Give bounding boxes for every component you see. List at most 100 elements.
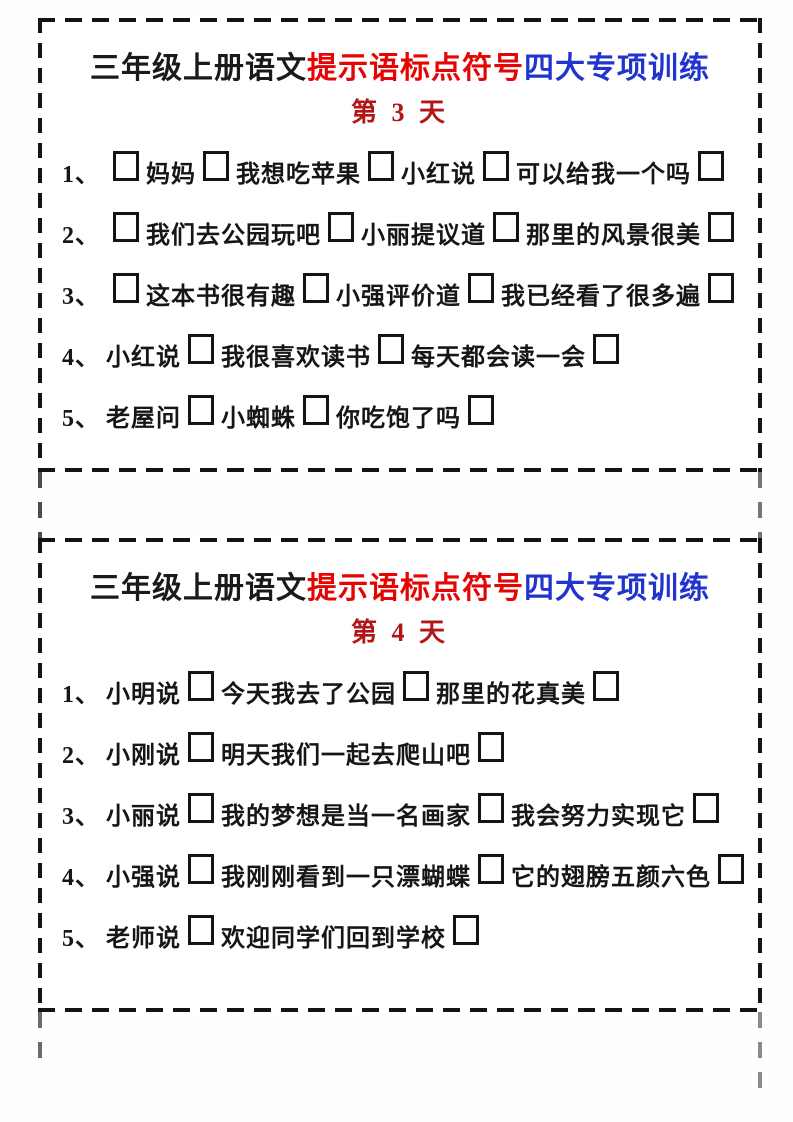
title-topic-part: 提示语标点符号 — [307, 52, 524, 85]
exercise-text: 我们去公园玩吧 — [146, 222, 321, 249]
title-series-part: 四大专项训练 — [524, 572, 710, 605]
exercise-number: 5、 — [62, 925, 100, 952]
exercise-number: 3、 — [62, 283, 100, 310]
answer-box[interactable] — [378, 334, 404, 364]
exercise-text: 我想吃苹果 — [236, 161, 361, 188]
exercise-number: 3、 — [62, 803, 100, 830]
answer-box[interactable] — [403, 671, 429, 701]
answer-box[interactable] — [718, 854, 744, 884]
day-heading: 第 4 天 — [350, 618, 449, 647]
exercise-text: 那里的风景很美 — [526, 222, 701, 249]
answer-box[interactable] — [368, 151, 394, 181]
answer-box[interactable] — [478, 854, 504, 884]
fold-mark-left-middle — [38, 472, 42, 538]
exercise-text: 每天都会读一会 — [411, 344, 586, 371]
answer-box[interactable] — [493, 212, 519, 242]
exercise-text: 小红说 — [106, 344, 181, 371]
answer-box[interactable] — [593, 671, 619, 701]
exercise-text: 我刚刚看到一只漂蝴蝶 — [221, 864, 471, 891]
worksheet-title: 三年级上册语文提示语标点符号四大专项训练 — [38, 52, 762, 86]
exercise-text: 它的翅膀五颜六色 — [511, 864, 711, 891]
exercise-number: 1、 — [62, 681, 100, 708]
title-topic-part: 提示语标点符号 — [307, 572, 524, 605]
answer-box[interactable] — [303, 395, 329, 425]
answer-box[interactable] — [113, 151, 139, 181]
answer-box[interactable] — [478, 732, 504, 762]
dashed-border-left — [38, 538, 42, 1012]
fold-mark-left-bottom — [38, 1012, 42, 1064]
exercise-number: 4、 — [62, 864, 100, 891]
answer-box[interactable] — [113, 212, 139, 242]
dashed-border-top — [38, 538, 762, 542]
exercise-text: 小丽说 — [106, 803, 181, 830]
day-heading: 第 3 天 — [350, 98, 449, 127]
exercise-number: 2、 — [62, 742, 100, 769]
exercise-row: 5、老屋问 小蜘蛛 你吃饱了吗 — [62, 395, 762, 432]
exercise-text: 小红说 — [401, 161, 476, 188]
exercise-text: 妈妈 — [146, 161, 196, 188]
exercise-row: 2、我们去公园玩吧小丽提议道那里的风景很美 — [62, 212, 762, 249]
answer-box[interactable] — [453, 915, 479, 945]
answer-box[interactable] — [303, 273, 329, 303]
exercise-row: 5、老师说 欢迎同学们回到学校 — [62, 915, 762, 952]
exercise-number: 1、 — [62, 161, 100, 188]
fold-mark-right-bottom — [758, 1012, 762, 1098]
exercise-text: 小强说 — [106, 864, 181, 891]
answer-box[interactable] — [708, 273, 734, 303]
answer-box[interactable] — [698, 151, 724, 181]
worksheet-card-day3: 三年级上册语文提示语标点符号四大专项训练 第 3 天 1、妈妈我想吃苹果小红说可… — [38, 18, 762, 472]
exercise-text: 小强评价道 — [336, 283, 461, 310]
exercise-number: 4、 — [62, 344, 100, 371]
answer-box[interactable] — [188, 854, 214, 884]
exercise-number: 2、 — [62, 222, 100, 249]
exercise-row: 4、小强说 我刚刚看到一只漂蝴蝶 它的翅膀五颜六色 — [62, 854, 762, 891]
answer-box[interactable] — [203, 151, 229, 181]
exercise-text: 我已经看了很多遍 — [501, 283, 701, 310]
exercise-text: 小明说 — [106, 681, 181, 708]
exercise-number: 5、 — [62, 405, 100, 432]
exercise-text: 你吃饱了吗 — [336, 405, 461, 432]
answer-box[interactable] — [468, 273, 494, 303]
exercise-text: 这本书很有趣 — [146, 283, 296, 310]
exercise-text: 老师说 — [106, 925, 181, 952]
answer-box[interactable] — [328, 212, 354, 242]
exercise-text: 我的梦想是当一名画家 — [221, 803, 471, 830]
answer-box[interactable] — [188, 732, 214, 762]
exercise-text: 那里的花真美 — [436, 681, 586, 708]
title-series-part: 四大专项训练 — [524, 52, 710, 85]
exercise-text: 今天我去了公园 — [221, 681, 396, 708]
dashed-border-top — [38, 18, 762, 22]
answer-box[interactable] — [188, 915, 214, 945]
fold-mark-right-middle — [758, 472, 762, 538]
worksheet-card-day4: 三年级上册语文提示语标点符号四大专项训练 第 4 天 1、小明说 今天我去了公园 那… — [38, 538, 762, 1012]
worksheet-title: 三年级上册语文提示语标点符号四大专项训练 — [38, 572, 762, 606]
answer-box[interactable] — [113, 273, 139, 303]
answer-box[interactable] — [468, 395, 494, 425]
exercise-text: 明天我们一起去爬山吧 — [221, 742, 471, 769]
exercise-text: 小蜘蛛 — [221, 405, 296, 432]
dashed-border-bottom — [38, 1008, 762, 1012]
exercise-list: 1、小明说 今天我去了公园 那里的花真美 2、小刚说 明天我们一起去爬山吧 3、小丽说 我的… — [62, 671, 762, 952]
exercise-text: 我会努力实现它 — [511, 803, 686, 830]
dashed-border-left — [38, 18, 42, 472]
answer-box[interactable] — [708, 212, 734, 242]
answer-box[interactable] — [188, 334, 214, 364]
answer-box[interactable] — [188, 395, 214, 425]
answer-box[interactable] — [593, 334, 619, 364]
exercise-text: 欢迎同学们回到学校 — [221, 925, 446, 952]
answer-box[interactable] — [188, 671, 214, 701]
exercise-text: 老屋问 — [106, 405, 181, 432]
exercise-row: 2、小刚说 明天我们一起去爬山吧 — [62, 732, 762, 769]
exercise-text: 小刚说 — [106, 742, 181, 769]
answer-box[interactable] — [693, 793, 719, 823]
title-grade-part: 三年级上册语文 — [90, 572, 307, 605]
answer-box[interactable] — [478, 793, 504, 823]
answer-box[interactable] — [483, 151, 509, 181]
exercise-row: 3、小丽说 我的梦想是当一名画家 我会努力实现它 — [62, 793, 762, 830]
exercise-text: 我很喜欢读书 — [221, 344, 371, 371]
exercise-row: 1、妈妈我想吃苹果小红说可以给我一个吗 — [62, 151, 762, 188]
dashed-border-bottom — [38, 468, 762, 472]
answer-box[interactable] — [188, 793, 214, 823]
